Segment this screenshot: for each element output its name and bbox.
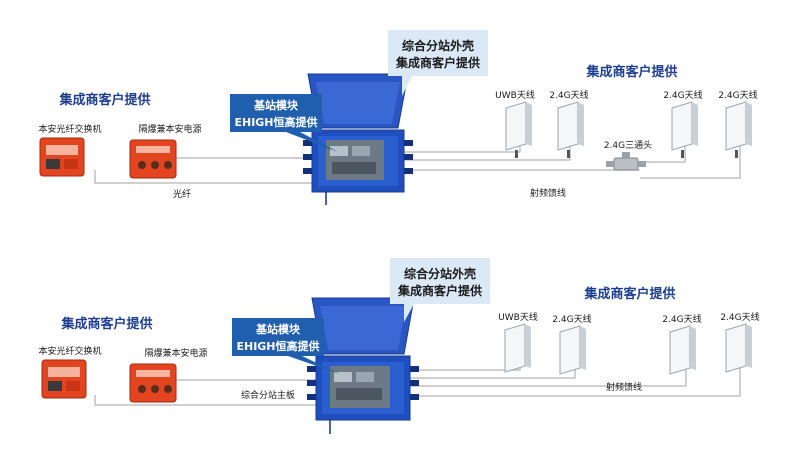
integrator-label: 集成商客户提供 <box>583 286 675 302</box>
board-label: 综合分站主板 <box>241 389 295 401</box>
enclosure-callout: 综合分站外壳 集成商客户提供 <box>388 30 488 96</box>
module-callout: 基站模块 EHIGH恒高提供 <box>230 94 338 152</box>
module-label: 基站模块 <box>253 98 299 112</box>
module-label: 基站模块 <box>255 322 301 336</box>
antenna-panel <box>725 101 752 158</box>
fiber-label: 光纤 <box>173 188 191 200</box>
power-label: 隔爆兼本安电源 <box>144 347 207 359</box>
feeder-cable <box>400 140 571 161</box>
feeder-cable <box>400 140 521 153</box>
station-enclosure <box>307 297 419 434</box>
switch-label: 本安光纤交换机 <box>38 123 101 135</box>
enclosure-label: 综合分站外壳 <box>404 266 476 281</box>
integrator-label: 集成商客户提供 <box>58 92 150 108</box>
feeder-cable <box>404 360 521 371</box>
bottom-section: 集成商客户提供 本安光纤交换机 隔爆兼本安电源 综合分站主板 <box>38 258 760 434</box>
integrator-label: 集成商客户提供 <box>60 316 152 332</box>
antenna-panel <box>725 323 752 373</box>
fiber-switch-device <box>39 137 85 177</box>
power-label: 隔爆兼本安电源 <box>138 123 201 135</box>
antenna-panel <box>671 101 698 158</box>
antenna-label: 2.4G天线 <box>720 311 759 323</box>
antenna-panel <box>559 325 586 375</box>
feeder-cable <box>404 362 741 397</box>
enclosure-callout: 综合分站外壳 集成商客户提供 <box>390 258 490 322</box>
fiber-cable <box>94 395 318 406</box>
feeder-cable <box>640 140 741 179</box>
fiber-cable <box>94 170 318 184</box>
power-supply-device <box>129 139 177 179</box>
enclosure-label: 集成商客户提供 <box>397 283 482 298</box>
antenna-panel <box>669 325 696 375</box>
feeder-label: 射频馈线 <box>606 381 642 393</box>
antenna-label: 2.4G天线 <box>663 89 702 101</box>
feeder-cable <box>404 362 687 387</box>
antenna-label: UWB天线 <box>498 311 538 323</box>
feeder-cable <box>640 140 686 163</box>
splitter-label: 2.4G三通头 <box>604 140 652 151</box>
feeder-label: 射频馈线 <box>530 187 566 199</box>
module-label: EHIGH恒高提供 <box>234 115 317 129</box>
antenna-label: 2.4G天线 <box>662 313 701 325</box>
fiber-switch-device <box>41 359 87 399</box>
power-supply-device <box>129 363 177 403</box>
switch-label: 本安光纤交换机 <box>38 345 101 357</box>
antenna-label: 2.4G天线 <box>549 89 588 101</box>
splitter-device <box>606 152 646 171</box>
integrator-label: 集成商客户提供 <box>585 64 677 80</box>
module-label: EHIGH恒高提供 <box>236 339 319 353</box>
antenna-label: UWB天线 <box>495 89 535 101</box>
antenna-panel <box>505 101 532 158</box>
antenna-panel <box>557 101 584 158</box>
module-callout: 基站模块 EHIGH恒高提供 <box>232 318 340 374</box>
enclosure-label: 集成商客户提供 <box>395 55 480 70</box>
station-enclosure <box>303 73 413 205</box>
top-section: 集成商客户提供 本安光纤交换机 隔爆兼本安电源 光纤 <box>38 30 758 205</box>
antenna-label: 2.4G天线 <box>718 89 757 101</box>
enclosure-label: 综合分站外壳 <box>402 38 474 53</box>
antenna-panel <box>504 323 531 373</box>
antenna-label: 2.4G天线 <box>552 313 591 325</box>
